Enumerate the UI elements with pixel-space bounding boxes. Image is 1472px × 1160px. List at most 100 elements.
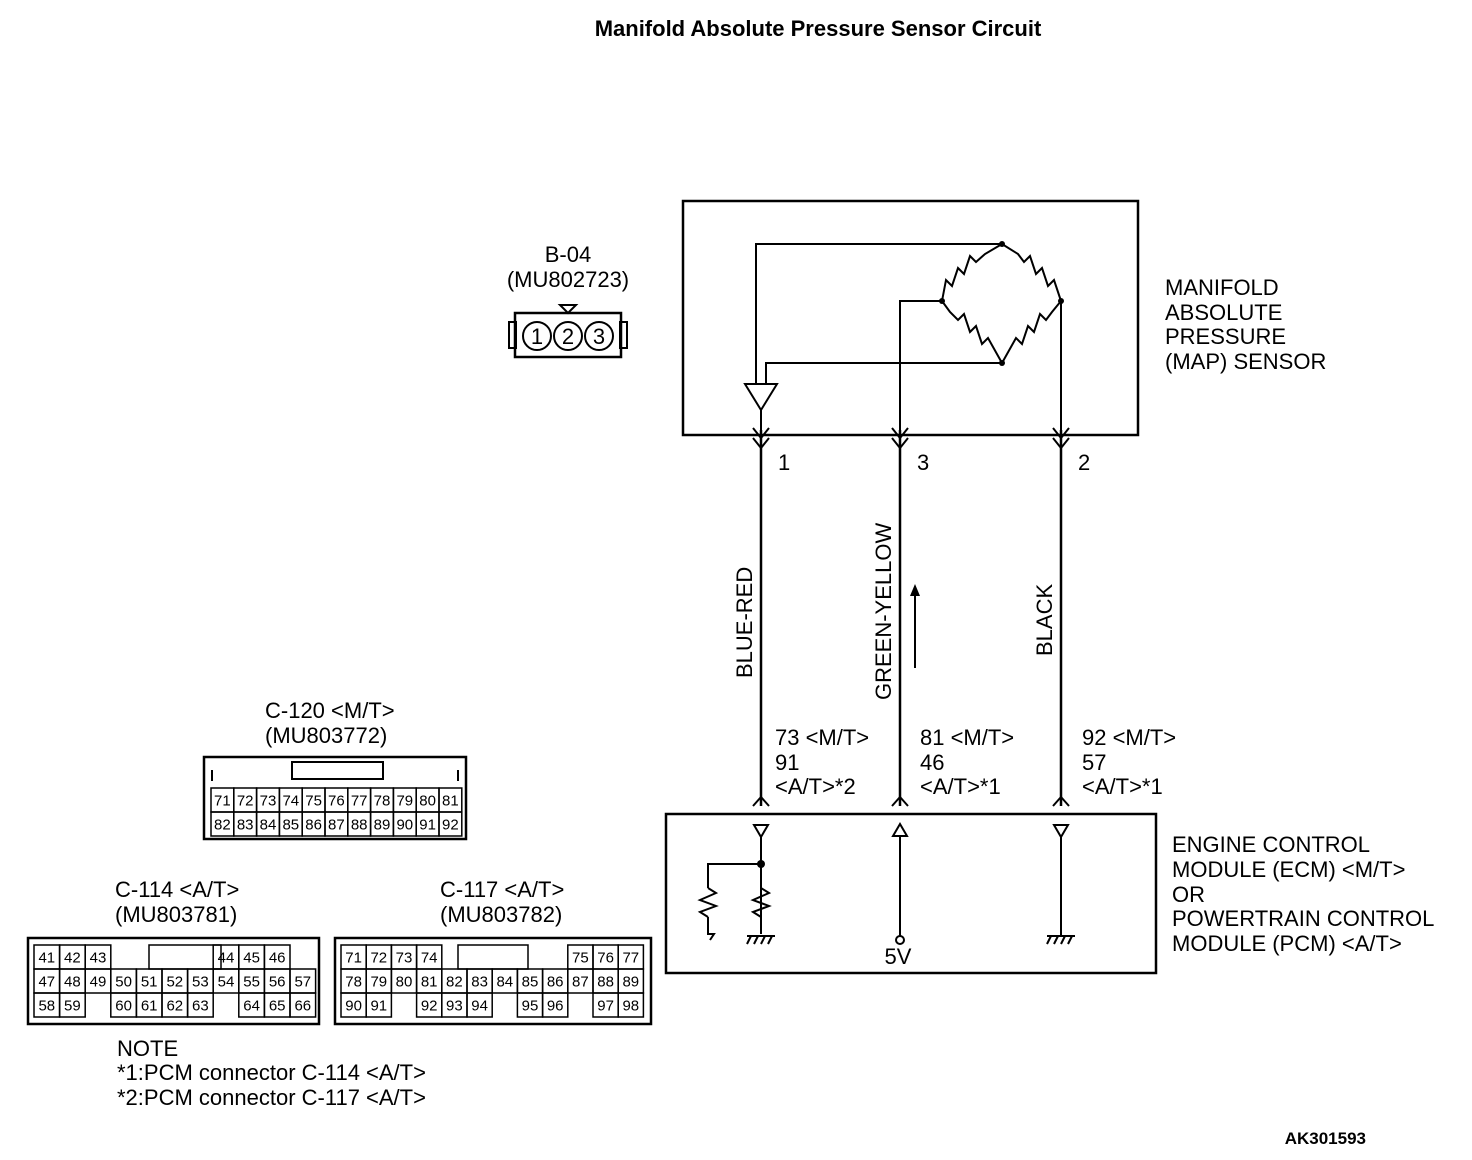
pin-label: 82: [214, 816, 231, 833]
pin-label: 82: [446, 973, 463, 990]
ecm-module: 5V: [664, 812, 1158, 975]
resistor-icon: [697, 887, 719, 918]
pin-cell: [365, 992, 393, 1018]
pin-label: 57: [294, 973, 311, 990]
note-line: *2:PCM connector C-117 <A/T>: [117, 1085, 426, 1110]
wire-color: GREEN-YELLOW: [871, 523, 896, 700]
pin-label: 71: [345, 949, 362, 966]
wire-color: BLUE-RED: [732, 567, 757, 678]
pin-label: 81: [442, 792, 459, 809]
pin-label: 90: [345, 997, 362, 1014]
pin-label: 71: [214, 792, 231, 809]
pin-label: 43: [90, 949, 107, 966]
reference-code: AK301593: [1285, 1129, 1366, 1148]
ecm-terminal: 46: [920, 750, 944, 775]
pin-cell: [466, 992, 493, 1018]
pin-label: 92: [442, 816, 459, 833]
ecm-terminal: 73 <M/T>: [775, 725, 869, 750]
pin-label: 74: [282, 792, 299, 809]
pin-label: 86: [305, 816, 322, 833]
pin-label: 72: [370, 949, 387, 966]
ecm-terminal: 92 <M/T>: [1082, 725, 1176, 750]
pin-number: 3: [917, 450, 929, 475]
pin-label: 81: [421, 973, 438, 990]
svg-text:POWERTRAIN CONTROL: POWERTRAIN CONTROL: [1172, 906, 1434, 931]
b04-pin: 2: [562, 324, 574, 349]
pin-label: 80: [419, 792, 436, 809]
pin-label: 60: [115, 997, 132, 1014]
pin-label: 53: [192, 973, 209, 990]
supply-voltage: 5V: [885, 944, 912, 969]
note-line: *1:PCM connector C-114 <A/T>: [117, 1060, 426, 1085]
pin-label: 62: [166, 997, 183, 1014]
pin-label: 42: [64, 949, 81, 966]
pin-label: 83: [237, 816, 254, 833]
pin-label: 59: [64, 997, 81, 1014]
note: NOTE *1:PCM connector C-114 <A/T> *2:PCM…: [117, 1036, 426, 1110]
pin-label: 50: [115, 973, 132, 990]
pin-label: 77: [351, 792, 368, 809]
pin-label: 83: [471, 973, 488, 990]
connector-key-slot: [148, 944, 222, 970]
wire-pin-1: 1 BLUE-RED 73 <M/T> 91 <A/T>*2: [732, 427, 869, 807]
pin-label: 85: [282, 816, 299, 833]
pin-label: 87: [328, 816, 345, 833]
pin-label: 58: [38, 997, 55, 1014]
svg-text:(MAP) SENSOR: (MAP) SENSOR: [1165, 349, 1326, 374]
pin-label: 73: [396, 949, 413, 966]
pin-label: 78: [345, 973, 362, 990]
pin-label: 51: [141, 973, 158, 990]
pin-label: 84: [496, 973, 513, 990]
pin-label: 88: [351, 816, 368, 833]
svg-text:MANIFOLD: MANIFOLD: [1165, 275, 1279, 300]
pin-label: 73: [260, 792, 277, 809]
pin-label: 54: [218, 973, 235, 990]
pin-label: 95: [522, 997, 539, 1014]
pin-label: 98: [622, 997, 639, 1014]
map-sensor: [681, 199, 1140, 437]
pin-label: 89: [622, 973, 639, 990]
pin-label: 49: [90, 973, 107, 990]
connector-id: C-114 <A/T>: [115, 877, 239, 902]
pin-label: 92: [421, 997, 438, 1014]
svg-text:ENGINE CONTROL: ENGINE CONTROL: [1172, 832, 1370, 857]
pin-label: 41: [38, 949, 55, 966]
pin-label: 91: [370, 997, 387, 1014]
pin-label: 85: [522, 973, 539, 990]
pin-label: 48: [64, 973, 81, 990]
pin-label: 97: [597, 997, 614, 1014]
ecm-terminal: 91: [775, 750, 799, 775]
pin-cell: [438, 811, 463, 837]
pin-label: 72: [237, 792, 254, 809]
pin-label: 93: [446, 997, 463, 1014]
svg-text:OR: OR: [1172, 882, 1205, 907]
amplifier-icon: [743, 383, 779, 412]
ecm-housing: [664, 812, 1158, 975]
pin-cell: [541, 992, 569, 1018]
svg-text:ABSOLUTE: ABSOLUTE: [1165, 300, 1282, 325]
svg-text:MODULE (ECM) <M/T>: MODULE (ECM) <M/T>: [1172, 857, 1405, 882]
b04-pin: 1: [531, 324, 543, 349]
connector-key-slot: [457, 944, 529, 970]
pin-label: 77: [622, 949, 639, 966]
pin-label: 76: [597, 949, 614, 966]
pin-cell: [617, 992, 645, 1018]
pin-label: 76: [328, 792, 345, 809]
pin-label: 45: [243, 949, 260, 966]
pin-cell: [186, 992, 214, 1018]
wire-color: BLACK: [1032, 584, 1057, 656]
svg-text:MODULE (PCM) <A/T>: MODULE (PCM) <A/T>: [1172, 931, 1402, 956]
pin-label: 87: [572, 973, 589, 990]
pin-label: 56: [269, 973, 286, 990]
sensor-housing: [681, 199, 1140, 437]
pin-label: 84: [260, 816, 277, 833]
connector-part: (MU802723): [507, 267, 629, 292]
wire-pin-2: 2 BLACK 92 <M/T> 57 <A/T>*1: [1032, 427, 1176, 807]
pin-label: 52: [166, 973, 183, 990]
pin-cell: [289, 992, 317, 1018]
pin-number: 2: [1078, 450, 1090, 475]
pin-label: 74: [421, 949, 438, 966]
